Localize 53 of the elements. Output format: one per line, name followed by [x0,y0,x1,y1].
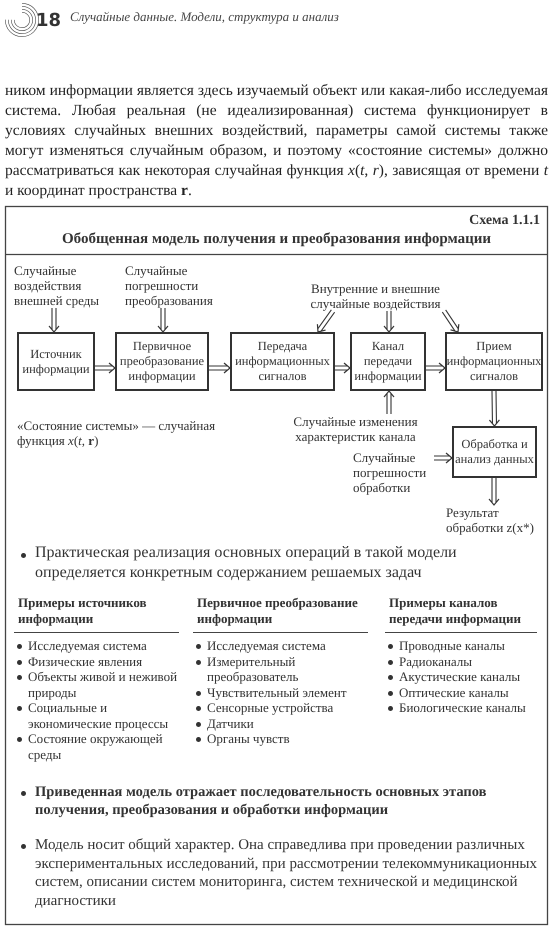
bullet-text: Приведенная модель отражает последовательность основных этапов получения, преобразования и обработки информации [35,783,488,819]
node-text: Внутренние и внешние случайные воздействия [298,281,453,311]
double-arrow [488,477,500,506]
list-item: Датчики [207,716,254,730]
column-heading: Примеры источников информации [14,595,179,633]
page-number: 18 [36,10,62,31]
list-item: Измерительный преобразователь [207,654,298,684]
double-arrow [334,362,351,374]
double-arrow [383,310,395,333]
double-arrow [442,309,460,333]
process-box: Первичное преобразование информации [115,332,209,391]
double-arrow [48,307,60,333]
double-arrow [208,362,231,374]
double-arrow [157,307,169,333]
node-text: Результат обработки z(x*) [446,505,546,535]
state-note: «Состояние системы» — случайная функция x(t, r) [17,418,216,448]
double-arrow [425,362,446,374]
double-arrow [383,390,395,415]
list-item: Проводные каналы [399,638,505,653]
running-header: Случайные данные. Модели, структура и анализ [70,8,340,25]
node-text: Случайные погрешности обработки [353,450,434,495]
double-arrow [433,452,453,464]
list-item: Сенсорные устройства [207,700,334,715]
double-arrow [316,309,336,333]
double-arrow [94,362,116,374]
scheme-number: Схема 1.1.1 [468,213,540,229]
bullet-text: Модель носит общий характер. Она справедлива при проведении различных экспериментальных исследований, при рассмотрении телекоммуникационных систем, описании систем мониторинга, систем технической и медицинской диагностики [35,836,538,910]
list-item: Объекты живой и неживой природы [28,669,178,700]
list-item: Органы чувств [207,731,290,746]
process-box: Канал передачи информации [350,332,426,391]
list-item: Биологические каналы [399,700,526,715]
process-box: Источник информации [17,332,95,391]
list-item: Социальные и экономические процессы [28,700,168,730]
process-box: Прием информационных сигналов [445,332,543,391]
node-text: Случайные воздействия внешней среды [14,263,116,308]
list-item: Акустические каналы [399,669,520,684]
node-text: Случайные изменения характеристик канала [283,414,428,444]
column-heading: Примеры каналов передачи информации [385,595,537,633]
process-box: Обработка и анализ данных [452,426,537,478]
list-item: Исследуемая система [28,638,147,653]
list-item: Исследуемая система [207,638,326,653]
list-item: Оптические каналы [399,684,509,700]
bullet-text: Практическая реализация основных операций в такой модели определяется конкретным содержанием решаемых задач [35,543,458,583]
list-item: Радиоканалы [399,654,472,668]
diagram-title: Обобщенная модель получения и преобразования информации [60,231,492,248]
double-arrow [488,390,500,427]
list-item: Состояние окружающей среды [28,731,163,762]
body-paragraph: ником информации является здесь изучаемый объект или какая-либо исследуемая система. Любая реальная (не идеализированная) система функционирует в условиях случайных внешних воздействий, параметры самой системы также могут изменяться случайным образом, и поэтому «состояние системы» должно рассматриваться как некоторая случайная функция x(t, r), зависящая от времени t и координат пространства r. [5,81,548,201]
process-box: Передача информационных сигналов [230,332,335,391]
node-text: Случайные погрешности преобразования [125,263,230,308]
list-item: Физические явления [28,654,142,668]
column-heading: Первичное преобразование информации [193,595,368,633]
list-item: Чувствительный элемент [207,684,347,700]
